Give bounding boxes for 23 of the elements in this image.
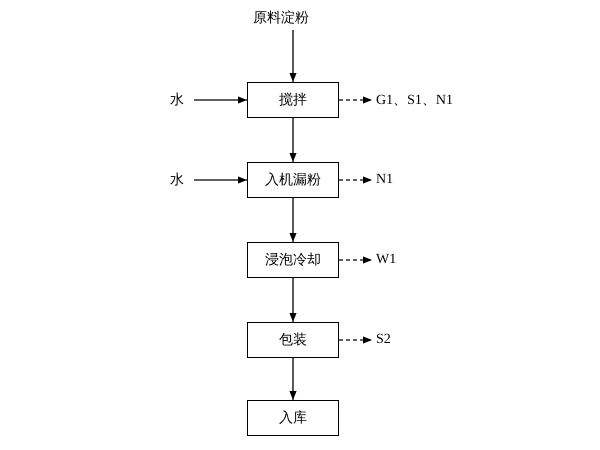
process-box: 搅拌 (247, 82, 339, 118)
flow-label: 水 (170, 88, 184, 112)
dashed-arrow (339, 256, 372, 264)
process-box: 入库 (247, 400, 339, 436)
arrow (289, 198, 297, 242)
process-box: 入机漏粉 (247, 162, 339, 198)
dashed-arrow (339, 336, 372, 344)
flow-label: S2 (376, 328, 391, 352)
dashed-arrow (339, 176, 372, 184)
flow-label: 水 (170, 168, 184, 192)
process-box: 浸泡冷却 (247, 242, 339, 278)
arrow (289, 30, 297, 82)
dashed-arrow (339, 96, 372, 104)
arrow (289, 118, 297, 162)
arrow (194, 96, 247, 104)
arrow (289, 278, 297, 322)
flow-label: 原料淀粉 (253, 6, 309, 30)
arrow (194, 176, 247, 184)
process-box: 包装 (247, 322, 339, 358)
flow-label: N1 (376, 168, 394, 192)
arrow (289, 358, 297, 400)
flow-label: W1 (376, 248, 396, 272)
flow-label: G1、S1、N1 (376, 88, 454, 112)
